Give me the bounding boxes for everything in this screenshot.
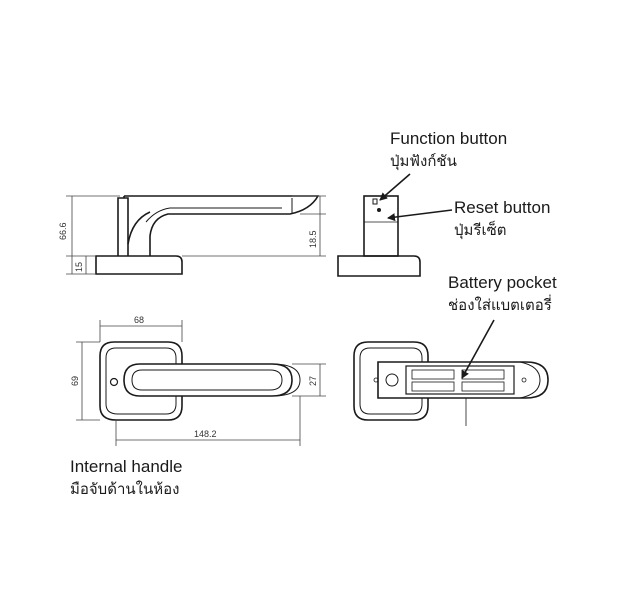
arrow-battery-pocket: [461, 319, 495, 379]
arrow-function-button: [379, 173, 411, 201]
dim-rose-height: 69: [70, 376, 80, 386]
callout-reset-button: Reset button ปุ่มรีเซ็ต: [454, 197, 550, 241]
callout-internal-handle-en: Internal handle: [70, 457, 183, 476]
dim-lever-width: 27: [308, 376, 318, 386]
dim-rose-width: 68: [134, 315, 144, 325]
front-lever-outer: [123, 363, 293, 397]
rear-body-view: [353, 341, 549, 426]
rear-rose-inner: [359, 347, 423, 415]
battery-pocket-area: [405, 365, 515, 395]
dim-lever-drop: 18.5: [308, 230, 318, 248]
callout-battery-pocket: Battery pocket ช่องใส่แบตเตอรี่: [448, 272, 557, 316]
front-lever-tip: [271, 363, 301, 397]
rear-side-body: [363, 195, 399, 257]
rear-rose-outer: [353, 341, 429, 421]
side-view-lever-outline: [124, 195, 320, 256]
dim-side-total-height: 66.6: [58, 222, 68, 240]
front-rose-inner: [105, 347, 177, 415]
dim-side-base-height: 15: [74, 262, 84, 272]
callout-function-button: Function button ปุ่มฟังก์ชัน: [390, 128, 507, 172]
front-rose-keyhole: [109, 377, 119, 387]
side-view-curve: [127, 211, 151, 245]
callout-arrows: [379, 173, 495, 379]
callout-internal-handle: Internal handle มือจับด้านในห้อง: [70, 456, 182, 500]
battery-cell-4: [461, 381, 505, 392]
rear-side-base: [337, 255, 421, 277]
dim-total-length: 148.2: [194, 429, 217, 439]
callout-function-button-th: ปุ่มฟังก์ชัน: [390, 152, 457, 170]
callout-internal-handle-th: มือจับด้านในห้อง: [70, 480, 180, 498]
callout-function-button-en: Function button: [390, 129, 508, 148]
front-view-dimensions: [76, 320, 326, 446]
callout-battery-pocket-en: Battery pocket: [448, 273, 557, 292]
arrow-reset-button: [387, 209, 453, 222]
callout-battery-pocket-th: ช่องใส่แบตเตอรี่: [448, 296, 552, 314]
side-view-inner-line: [145, 207, 282, 223]
front-rose-outer: [99, 341, 183, 421]
battery-cell-1: [411, 369, 455, 380]
front-lever-inner: [131, 369, 283, 391]
rear-body-outline: [377, 361, 549, 399]
side-view-handle: [95, 195, 320, 275]
front-view-handle: [99, 341, 301, 421]
side-view-neck-left: [117, 197, 129, 256]
side-view-base: [95, 255, 183, 275]
function-button-mark: [372, 198, 381, 212]
side-view-dimensions: [66, 195, 326, 275]
callout-reset-button-th: ปุ่มรีเซ็ต: [454, 221, 507, 239]
battery-cell-2: [411, 381, 455, 392]
callout-reset-button-en: Reset button: [454, 198, 551, 217]
rear-body-tip: [519, 361, 541, 399]
rear-spindle: [385, 373, 399, 387]
